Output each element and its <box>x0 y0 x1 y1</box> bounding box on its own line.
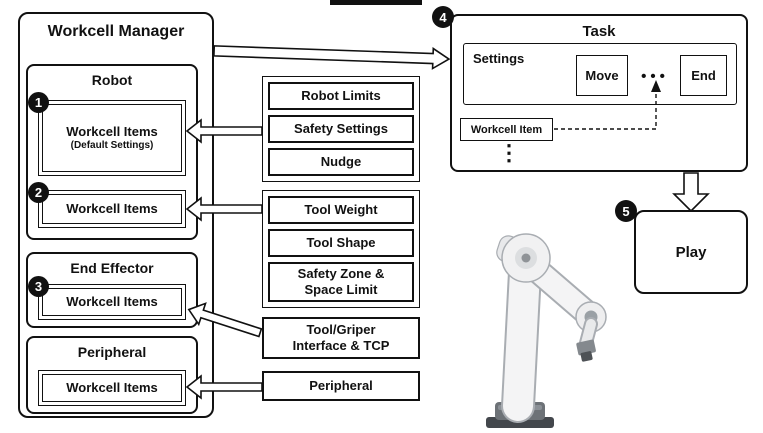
play-box: Play <box>634 210 748 294</box>
nudge-box: Nudge <box>268 148 414 176</box>
workcell-items-label: Workcell Items <box>66 200 158 216</box>
tool-weight-box: Tool Weight <box>268 196 414 224</box>
move-command-box: Move <box>576 55 628 96</box>
workcell-items-default-box: 1 Workcell Items (Default Settings) <box>28 92 186 176</box>
tool-gripper-interface-tcp-box: Tool/Griper Interface & TCP <box>262 317 420 359</box>
tool-shape-box: Tool Shape <box>268 229 414 257</box>
tool-settings-group: Tool Weight Tool Shape Safety Zone & Spa… <box>262 190 420 308</box>
peripheral-section-title: Peripheral <box>77 344 147 360</box>
arrow-tool-interface-to-end-effector <box>187 302 263 338</box>
workcell-items-end-effector-box: 3 Workcell Items <box>28 276 186 320</box>
task-panel: Task Settings Move ••• End Workcell Item… <box>450 14 748 172</box>
safety-settings-box: Safety Settings <box>268 115 414 143</box>
robot-arm-illustration <box>486 233 607 428</box>
workcell-items-label: Workcell Items <box>66 123 158 139</box>
peripheral-section: Peripheral Workcell Items <box>26 336 198 414</box>
workcell-items-robot-inner: Workcell Items <box>42 194 182 224</box>
workcell-items-robot-box: 2 Workcell Items <box>28 182 186 228</box>
workcell-items-default-inner: Workcell Items (Default Settings) <box>42 104 182 172</box>
step-2-badge: 2 <box>28 182 49 203</box>
step-4-badge: 4 <box>432 6 454 28</box>
arrow-tool-settings-to-items <box>185 196 263 222</box>
top-crop-artifact <box>330 0 422 5</box>
more-items-dots-icon: ⋮ <box>498 140 520 165</box>
workcell-item-box: Workcell Item <box>460 118 553 141</box>
peripheral-settings-box: Peripheral <box>262 371 420 401</box>
end-effector-section: End Effector 3 Workcell Items <box>26 252 198 328</box>
workcell-manager-panel: Workcell Manager Robot 1 Workcell Items … <box>18 12 214 418</box>
task-title: Task <box>582 23 616 40</box>
workcell-items-label: Workcell Items <box>66 379 158 395</box>
step-1-badge: 1 <box>28 92 49 113</box>
arrow-robot-settings-to-items <box>185 118 263 144</box>
more-commands-dots-icon: ••• <box>641 68 669 85</box>
workcell-items-peripheral-inner: Workcell Items <box>42 374 182 402</box>
step-5-badge: 5 <box>615 200 637 222</box>
arrow-workcell-manager-to-task <box>213 45 451 70</box>
arrow-task-to-play <box>672 172 710 213</box>
robot-section-title: Robot <box>91 72 133 88</box>
default-settings-label: (Default Settings) <box>70 139 154 151</box>
dashed-connector-workcell-item-to-commands <box>554 80 661 130</box>
workcell-items-peripheral-box: Workcell Items <box>38 370 186 406</box>
step-3-badge: 3 <box>28 276 49 297</box>
settings-label: Settings <box>473 51 525 66</box>
safety-zone-space-limit-box: Safety Zone & Space Limit <box>268 262 414 302</box>
workcell-items-end-effector-inner: Workcell Items <box>42 288 182 316</box>
robot-settings-group: Robot Limits Safety Settings Nudge <box>262 76 420 182</box>
workcell-items-label: Workcell Items <box>66 293 158 309</box>
arrow-peripheral-settings-to-items <box>185 374 263 400</box>
task-settings-box: Settings Move ••• End <box>463 43 737 105</box>
robot-limits-box: Robot Limits <box>268 82 414 110</box>
robot-section: Robot 1 Workcell Items (Default Settings… <box>26 64 198 240</box>
end-effector-section-title: End Effector <box>70 260 154 276</box>
workcell-manager-title: Workcell Manager <box>47 23 185 40</box>
end-command-box: End <box>680 55 727 96</box>
